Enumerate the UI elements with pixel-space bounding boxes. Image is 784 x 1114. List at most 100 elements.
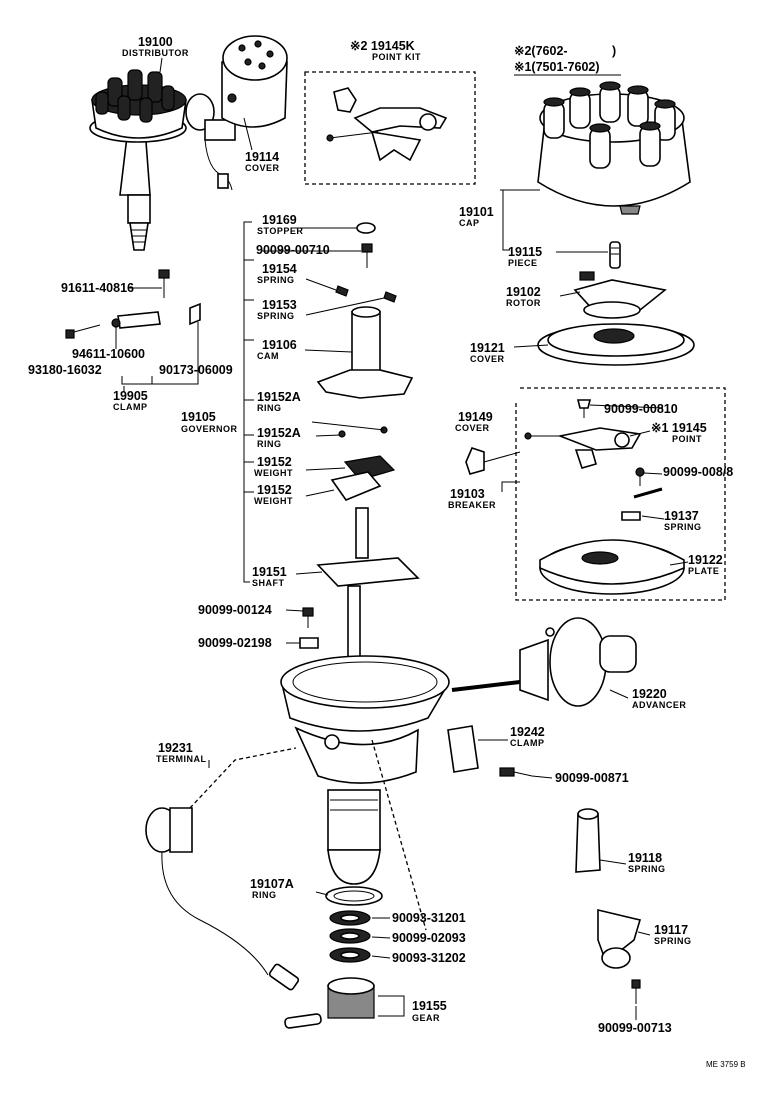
gear-stack-illustration: [284, 739, 427, 1029]
cap-19101-illustration: [537, 81, 691, 215]
breaker-box: [515, 387, 726, 601]
label-90099-00878: 90099-008/8: [663, 465, 733, 479]
label-90099-00713: 90099-00713: [598, 1021, 672, 1035]
clamp-parts-illustration: [65, 269, 319, 649]
label-94611-10600: 94611-10600: [72, 347, 145, 361]
point-kit-illustration: [326, 87, 448, 162]
label-19103-number: 19103: [450, 487, 485, 501]
label-90099-00710: 90099-00710: [256, 243, 330, 257]
housing-illustration: [280, 655, 450, 885]
cover-19149-illustration: [465, 447, 485, 475]
label-19152a-number-1: 19152A: [257, 390, 301, 404]
label-19106-name: CAM: [257, 351, 279, 361]
label-90099-02198: 90099-02198: [198, 636, 272, 650]
label-19155-name: GEAR: [412, 1013, 440, 1023]
label-19118-name: SPRING: [628, 864, 666, 874]
label-19145-name: POINT: [672, 434, 702, 444]
label-19115-number: 19115: [508, 245, 542, 259]
label-19153-number: 19153: [262, 298, 297, 312]
label-91611-40816: 91611-40816: [61, 281, 134, 295]
label-19242-name: CLAMP: [510, 738, 545, 748]
label-19152a-name-2: RING: [257, 439, 282, 449]
label-19145k-number: ※2 19145K: [350, 39, 415, 53]
label-19121-number: 19121: [470, 341, 505, 355]
rotor-19102-illustration: [573, 271, 667, 319]
label-19107a-name: RING: [252, 890, 277, 900]
label-19105-name: GOVERNOR: [181, 424, 238, 434]
label-19103-name: BREAKER: [448, 500, 496, 510]
serial-range-upper-close: ): [612, 44, 616, 58]
label-90093-31201: 90093-31201: [392, 911, 466, 925]
label-19149-number: 19149: [458, 410, 493, 424]
label-19145k-name: POINT KIT: [372, 52, 421, 62]
label-19121-name: COVER: [470, 354, 505, 364]
label-19100-number: 19100: [138, 35, 173, 49]
label-19137-number: 19137: [664, 509, 699, 523]
springs-illustration: [575, 808, 642, 1004]
label-19905-name: CLAMP: [113, 402, 148, 412]
governor-parts-illustration: [316, 222, 420, 659]
label-19106-number: 19106: [262, 338, 297, 352]
drawing-code: ME 3759 B: [706, 1060, 746, 1069]
label-19122-name: PLATE: [688, 566, 719, 576]
label-19154-number: 19154: [262, 262, 297, 276]
label-19152-name-2: WEIGHT: [254, 496, 293, 506]
label-19101-number: 19101: [459, 205, 494, 219]
label-19151-number: 19151: [252, 565, 287, 579]
label-90173-06009: 90173-06009: [159, 363, 233, 377]
label-19242-number: 19242: [510, 725, 545, 739]
label-93180-16032: 93180-16032: [28, 363, 102, 377]
label-19152a-number-2: 19152A: [257, 426, 301, 440]
piece-19115-illustration: [609, 241, 621, 269]
point-kit-box: [304, 71, 476, 185]
label-19231-name: TERMINAL: [156, 754, 207, 764]
terminal-illustration: [145, 747, 300, 991]
label-90093-31202: 90093-31202: [392, 951, 466, 965]
label-19105-number: 19105: [181, 410, 216, 424]
label-19220-number: 19220: [632, 687, 667, 701]
label-19169-name: STOPPER: [257, 226, 303, 236]
label-19117-number: 19117: [654, 923, 688, 937]
breaker-parts-illustration: [524, 399, 685, 595]
advancer-illustration: [447, 617, 637, 777]
label-19153-name: SPRING: [257, 311, 295, 321]
label-19905-number: 19905: [113, 389, 148, 403]
label-19151-name: SHAFT: [252, 578, 285, 588]
label-19107a-number: 19107A: [250, 877, 294, 891]
label-19155-number: 19155: [412, 999, 447, 1013]
label-19102-name: ROTOR: [506, 298, 541, 308]
label-19117-name: SPRING: [654, 936, 692, 946]
label-19122-number: 19122: [688, 553, 723, 567]
label-19231-number: 19231: [158, 741, 193, 755]
label-19114-name: COVER: [245, 163, 280, 173]
parts-artwork: [65, 35, 726, 1029]
label-19152-number-2: 19152: [257, 483, 292, 497]
part-labels: 19100 DISTRIBUTOR 19114 COVER ※2 19145K …: [28, 35, 746, 1069]
label-19115-name: PIECE: [508, 258, 538, 268]
label-19154-name: SPRING: [257, 275, 295, 285]
label-19102-number: 19102: [506, 285, 541, 299]
label-19100-name: DISTRIBUTOR: [122, 48, 189, 58]
serial-range-lower: ※1(7501-7602): [514, 60, 600, 74]
label-19152-number-1: 19152: [257, 455, 292, 469]
label-19149-name: COVER: [455, 423, 490, 433]
leader-lines: [115, 57, 689, 1020]
label-90099-00810: 90099-00810: [604, 402, 678, 416]
label-90099-00124: 90099-00124: [198, 603, 272, 617]
label-90099-00871: 90099-00871: [555, 771, 629, 785]
label-19152a-name-1: RING: [257, 403, 282, 413]
label-90099-02093: 90099-02093: [392, 931, 466, 945]
distributor-assembly-illustration: [89, 69, 236, 251]
serial-range-upper: ※2(7602-: [514, 44, 568, 58]
label-19169-number: 19169: [262, 213, 297, 227]
label-19137-name: SPRING: [664, 522, 702, 532]
label-19220-name: ADVANCER: [632, 700, 686, 710]
cover-19121-illustration: [537, 323, 695, 366]
cover-19114-illustration: [221, 35, 288, 128]
label-19101-name: CAP: [459, 218, 480, 228]
label-19145-number: ※1 19145: [651, 421, 707, 435]
label-19152-name-1: WEIGHT: [254, 468, 293, 478]
label-19114-number: 19114: [245, 150, 279, 164]
label-19118-number: 19118: [628, 851, 662, 865]
